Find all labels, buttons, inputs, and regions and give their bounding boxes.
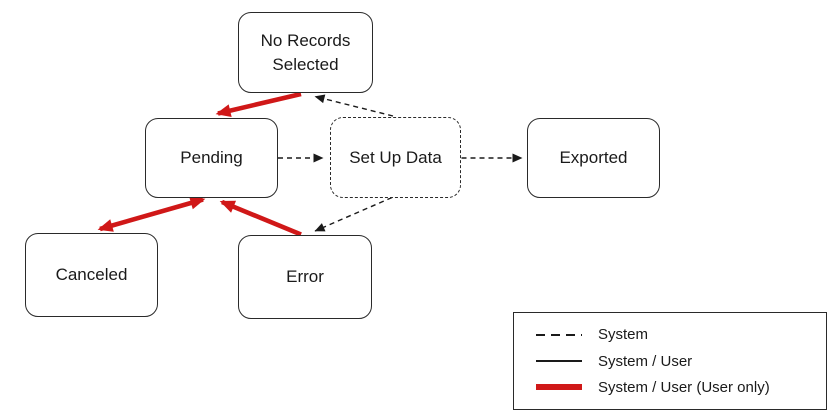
node-exported: Exported — [527, 118, 660, 198]
node-canceled: Canceled — [25, 233, 158, 317]
legend-item-user-only: System / User (User only) — [514, 379, 826, 396]
node-label: Pending — [180, 148, 243, 168]
legend: System System / User System / User (User… — [513, 312, 827, 410]
legend-label: System / User — [598, 352, 693, 370]
node-label: No Records Selected — [260, 30, 351, 74]
node-set-up-data: Set Up Data — [330, 117, 461, 198]
legend-dashed-line-sample — [536, 333, 582, 336]
node-pending: Pending — [145, 118, 278, 198]
edge-error-to-pending — [219, 199, 302, 237]
node-no-records-selected: No Records Selected — [238, 12, 373, 93]
legend-item-system: System — [514, 326, 826, 343]
edge-set-up-data-to-error — [314, 196, 393, 232]
edge-no-records-selected-to-pending — [215, 91, 302, 117]
node-label: Set Up Data — [349, 147, 442, 167]
legend-label: System — [598, 326, 649, 344]
node-label: Exported — [559, 148, 628, 168]
node-error: Error — [238, 235, 372, 319]
legend-red-line-sample — [536, 384, 582, 391]
edge-set-up-data-to-no-records-selected — [314, 94, 394, 117]
node-label: Error — [286, 267, 324, 287]
legend-solid-line-sample — [536, 360, 582, 362]
edge-pending-to-canceled-bidirectional — [97, 196, 206, 232]
legend-item-system-user: System / User — [514, 353, 826, 370]
node-label: Canceled — [55, 265, 128, 285]
legend-label: System / User (User only) — [598, 378, 770, 396]
